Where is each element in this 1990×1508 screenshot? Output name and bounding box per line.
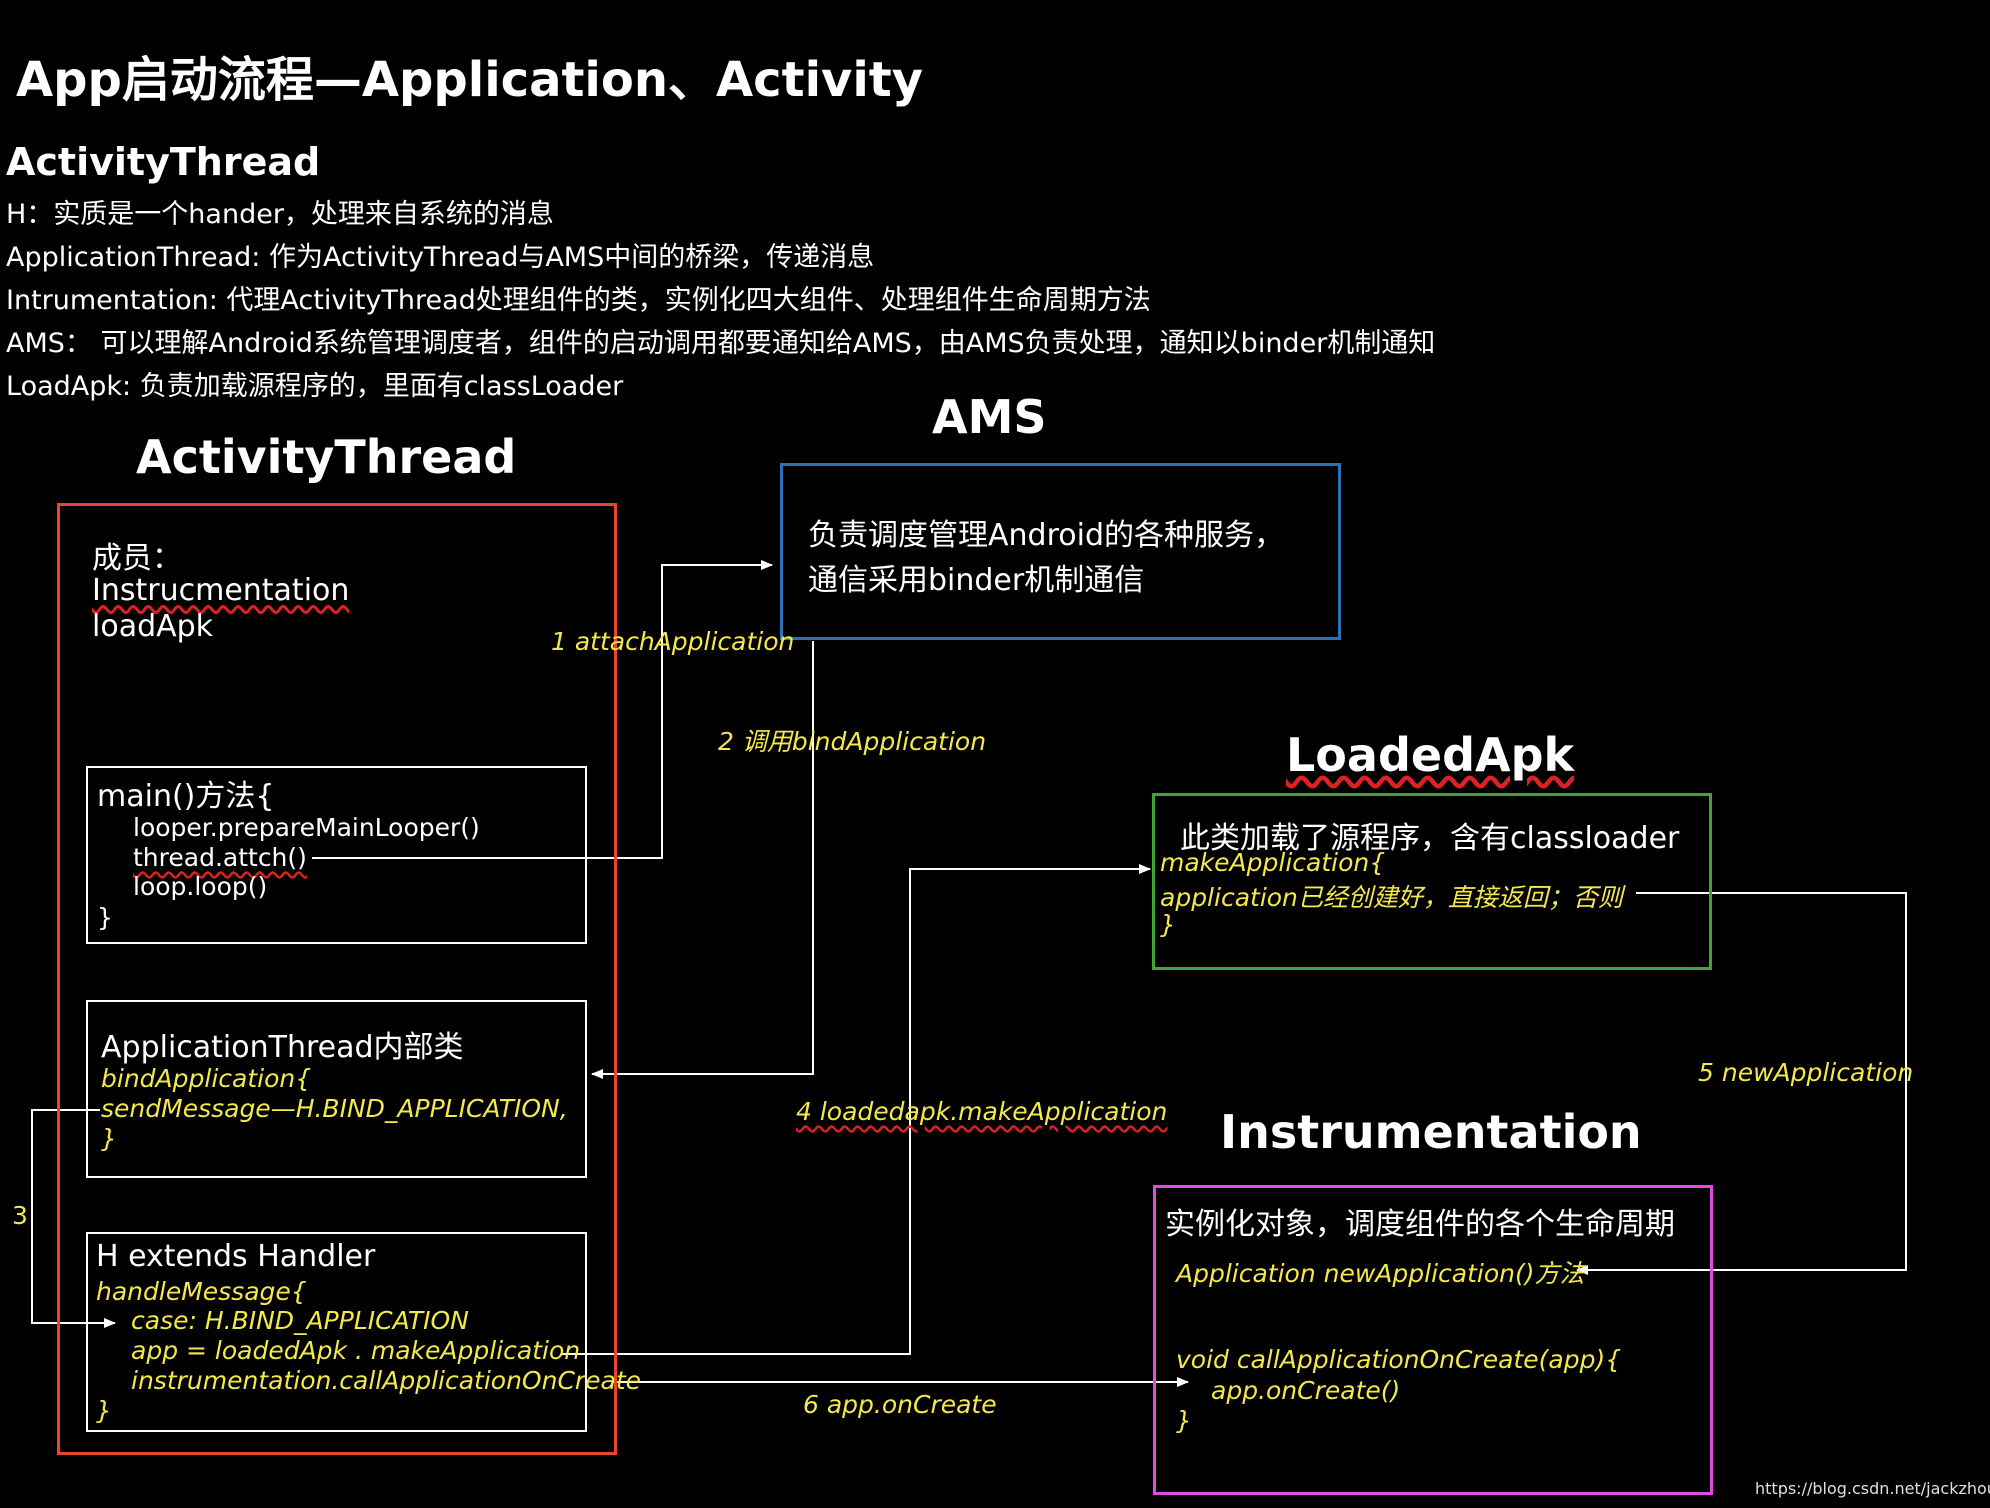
ams-box (780, 463, 1341, 640)
main-method-header: main()方法{ (97, 779, 275, 814)
arrow-label-attach-application: 1 attachApplication (551, 627, 795, 656)
app-thread-line-close: } (101, 1124, 117, 1153)
instrumentation-desc: 实例化对象，调度组件的各个生命周期 (1165, 1207, 1675, 1242)
instrumentation-title: Instrumentation (1220, 1105, 1642, 1159)
h-line-call-oncreate: instrumentation.callApplicationOnCreate (131, 1366, 642, 1395)
arrow-label-new-application: 5 newApplication (1698, 1058, 1914, 1087)
arrow-bind-application (591, 641, 814, 1079)
arrow-attach-application (312, 560, 773, 859)
loaded-apk-box (1152, 793, 1712, 970)
activity-thread-box (57, 503, 617, 1455)
ams-line-1: 负责调度管理Android的各种服务， (808, 518, 1284, 553)
main-method-box (86, 766, 587, 944)
members-label: 成员： (92, 541, 182, 576)
intro-line-h: H：实质是一个hander，处理来自系统的消息 (6, 199, 554, 230)
instrumentation-app-oncreate: app.onCreate() (1211, 1376, 1401, 1405)
instrumentation-box (1153, 1185, 1713, 1495)
arrow-label-bind-application: 2 调用bindApplication (718, 727, 987, 756)
arrow-make-application (562, 864, 1151, 1355)
arrow-label-make-application: 4 loadedapk.makeApplication (796, 1097, 1168, 1126)
app-thread-line-send: sendMessage—H.BIND_APPLICATION, (101, 1094, 568, 1123)
member-instrucmentation: Instrucmentation (92, 573, 350, 608)
loaded-apk-make-application: makeApplication{ (1160, 848, 1386, 877)
app-thread-line-bind: bindApplication{ (101, 1064, 312, 1093)
ams-title: AMS (932, 390, 1047, 444)
activity-thread-title: ActivityThread (136, 430, 517, 484)
application-thread-header: ApplicationThread内部类 (101, 1030, 464, 1065)
loaded-apk-condition: application已经创建好，直接返回；否则 (1160, 883, 1623, 912)
loaded-apk-desc: 此类加载了源程序，含有classloader (1180, 821, 1680, 856)
intro-line-applicationthread: ApplicationThread: 作为ActivityThread与AMS中… (6, 242, 875, 273)
h-line-case: case: H.BIND_APPLICATION (131, 1306, 469, 1335)
h-line-close: } (96, 1396, 112, 1425)
ams-line-2: 通信采用binder机制通信 (808, 563, 1145, 598)
arrow-send-message (31, 1109, 116, 1328)
main-line-loop: loop.loop() (133, 872, 268, 901)
instrumentation-new-application: Application newApplication()方法 (1176, 1259, 1585, 1288)
intro-line-loadapk: LoadApk: 负责加载源程序的，里面有classLoader (6, 371, 624, 402)
arrow-new-application (1576, 892, 1907, 1275)
main-line-thread-attach: thread.attch() (133, 843, 307, 872)
watermark: https://blog.csdn.net/jackzhouyu (1755, 1479, 1990, 1498)
arrow-label-send-message: 3 (12, 1201, 28, 1230)
instrumentation-close: } (1176, 1406, 1192, 1435)
h-handler-header: H extends Handler (96, 1239, 376, 1274)
intro-line-ams: AMS： 可以理解Android系统管理调度者，组件的启动调用都要通知给AMS，… (6, 328, 1436, 359)
member-loadapk: loadApk (92, 609, 214, 644)
intro-heading: ActivityThread (6, 140, 321, 184)
loaded-apk-close: } (1160, 910, 1176, 939)
page-title: App启动流程—Application、Activity (16, 52, 924, 108)
instrumentation-call-oncreate: void callApplicationOnCreate(app){ (1176, 1345, 1622, 1374)
main-line-prepare-looper: looper.prepareMainLooper() (133, 813, 480, 842)
loaded-apk-title: LoadedApk (1286, 728, 1575, 782)
main-method-close: } (97, 903, 113, 932)
application-thread-box (86, 1000, 587, 1178)
intro-line-intrumentation: Intrumentation: 代理ActivityThread处理组件的类，实… (6, 285, 1151, 316)
h-handler-box (86, 1232, 587, 1432)
h-line-make-application: app = loadedApk . makeApplication (131, 1336, 581, 1365)
h-line-handle-message: handleMessage{ (96, 1277, 307, 1306)
arrow-label-app-oncreate: 6 app.onCreate (803, 1390, 997, 1419)
